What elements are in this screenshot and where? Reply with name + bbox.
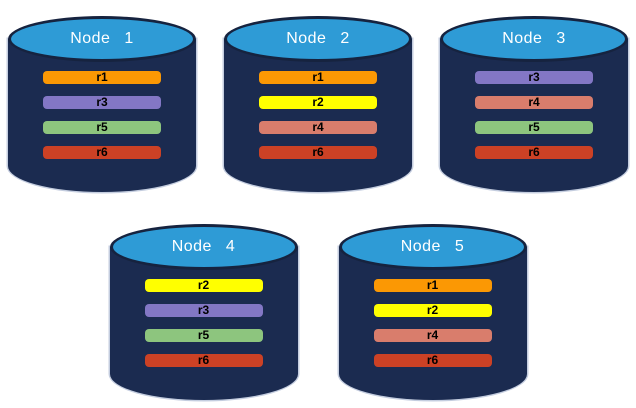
cylinder-body xyxy=(224,39,412,192)
cylinder-body xyxy=(109,247,298,400)
cylinder-top-ellipse xyxy=(440,16,628,62)
database-cylinder-node-2: Node 2 r1 r2 r4 r6 xyxy=(224,16,412,192)
replica-list: r3 r4 r5 r6 xyxy=(475,71,593,159)
node-title: Node 3 xyxy=(502,30,566,47)
database-cylinder-node-1: Node 1 r1 r3 r5 r6 xyxy=(8,16,196,192)
replica-bar-r1: r1 xyxy=(373,279,492,292)
replica-list: r2 r3 r5 r6 xyxy=(144,279,263,367)
database-cylinder-node-4: Node 4 r2 r3 r5 r6 xyxy=(109,224,298,400)
node-row-2: Node 4 r2 r3 r5 r6 Node 5 r1 r2 r4 r6 xyxy=(0,224,636,400)
cylinder-top-ellipse xyxy=(109,224,298,270)
replica-bar-r6: r6 xyxy=(475,146,593,159)
cylinder-body xyxy=(8,39,196,192)
node-row-1: Node 1 r1 r3 r5 r6 Node 2 r1 r2 r4 r6 Node 3 r… xyxy=(0,0,636,192)
cylinder-body xyxy=(338,247,527,400)
replica-list: r1 r3 r5 r6 xyxy=(43,71,161,159)
replica-bar-r2: r2 xyxy=(144,279,263,292)
replica-bar-r2: r2 xyxy=(259,96,377,109)
replica-bar-r6: r6 xyxy=(259,146,377,159)
replica-bar-r6: r6 xyxy=(43,146,161,159)
replica-bar-r4: r4 xyxy=(259,121,377,134)
replica-bar-r3: r3 xyxy=(475,71,593,84)
replica-bar-r6: r6 xyxy=(144,354,263,367)
cylinder-top-ellipse xyxy=(224,16,412,62)
replica-bar-r5: r5 xyxy=(144,329,263,342)
database-cylinder-node-3: Node 3 r3 r4 r5 r6 xyxy=(440,16,628,192)
replica-list: r1 r2 r4 r6 xyxy=(259,71,377,159)
node-title: Node 5 xyxy=(400,238,465,255)
cylinder-top-ellipse xyxy=(338,224,527,270)
database-cylinder-node-5: Node 5 r1 r2 r4 r6 xyxy=(338,224,527,400)
node-title: Node 2 xyxy=(286,30,350,47)
replica-bar-r4: r4 xyxy=(475,96,593,109)
replica-bar-r2: r2 xyxy=(373,304,492,317)
replica-bar-r5: r5 xyxy=(475,121,593,134)
node-title: Node 1 xyxy=(70,30,134,47)
replica-bar-r4: r4 xyxy=(373,329,492,342)
node-title: Node 4 xyxy=(171,238,236,255)
cylinder-top-ellipse xyxy=(8,16,196,62)
replica-bar-r6: r6 xyxy=(373,354,492,367)
replica-bar-r1: r1 xyxy=(259,71,377,84)
replica-bar-r1: r1 xyxy=(43,71,161,84)
replica-list: r1 r2 r4 r6 xyxy=(373,279,492,367)
replica-bar-r3: r3 xyxy=(144,304,263,317)
replica-bar-r5: r5 xyxy=(43,121,161,134)
replica-bar-r3: r3 xyxy=(43,96,161,109)
cylinder-body xyxy=(440,39,628,192)
